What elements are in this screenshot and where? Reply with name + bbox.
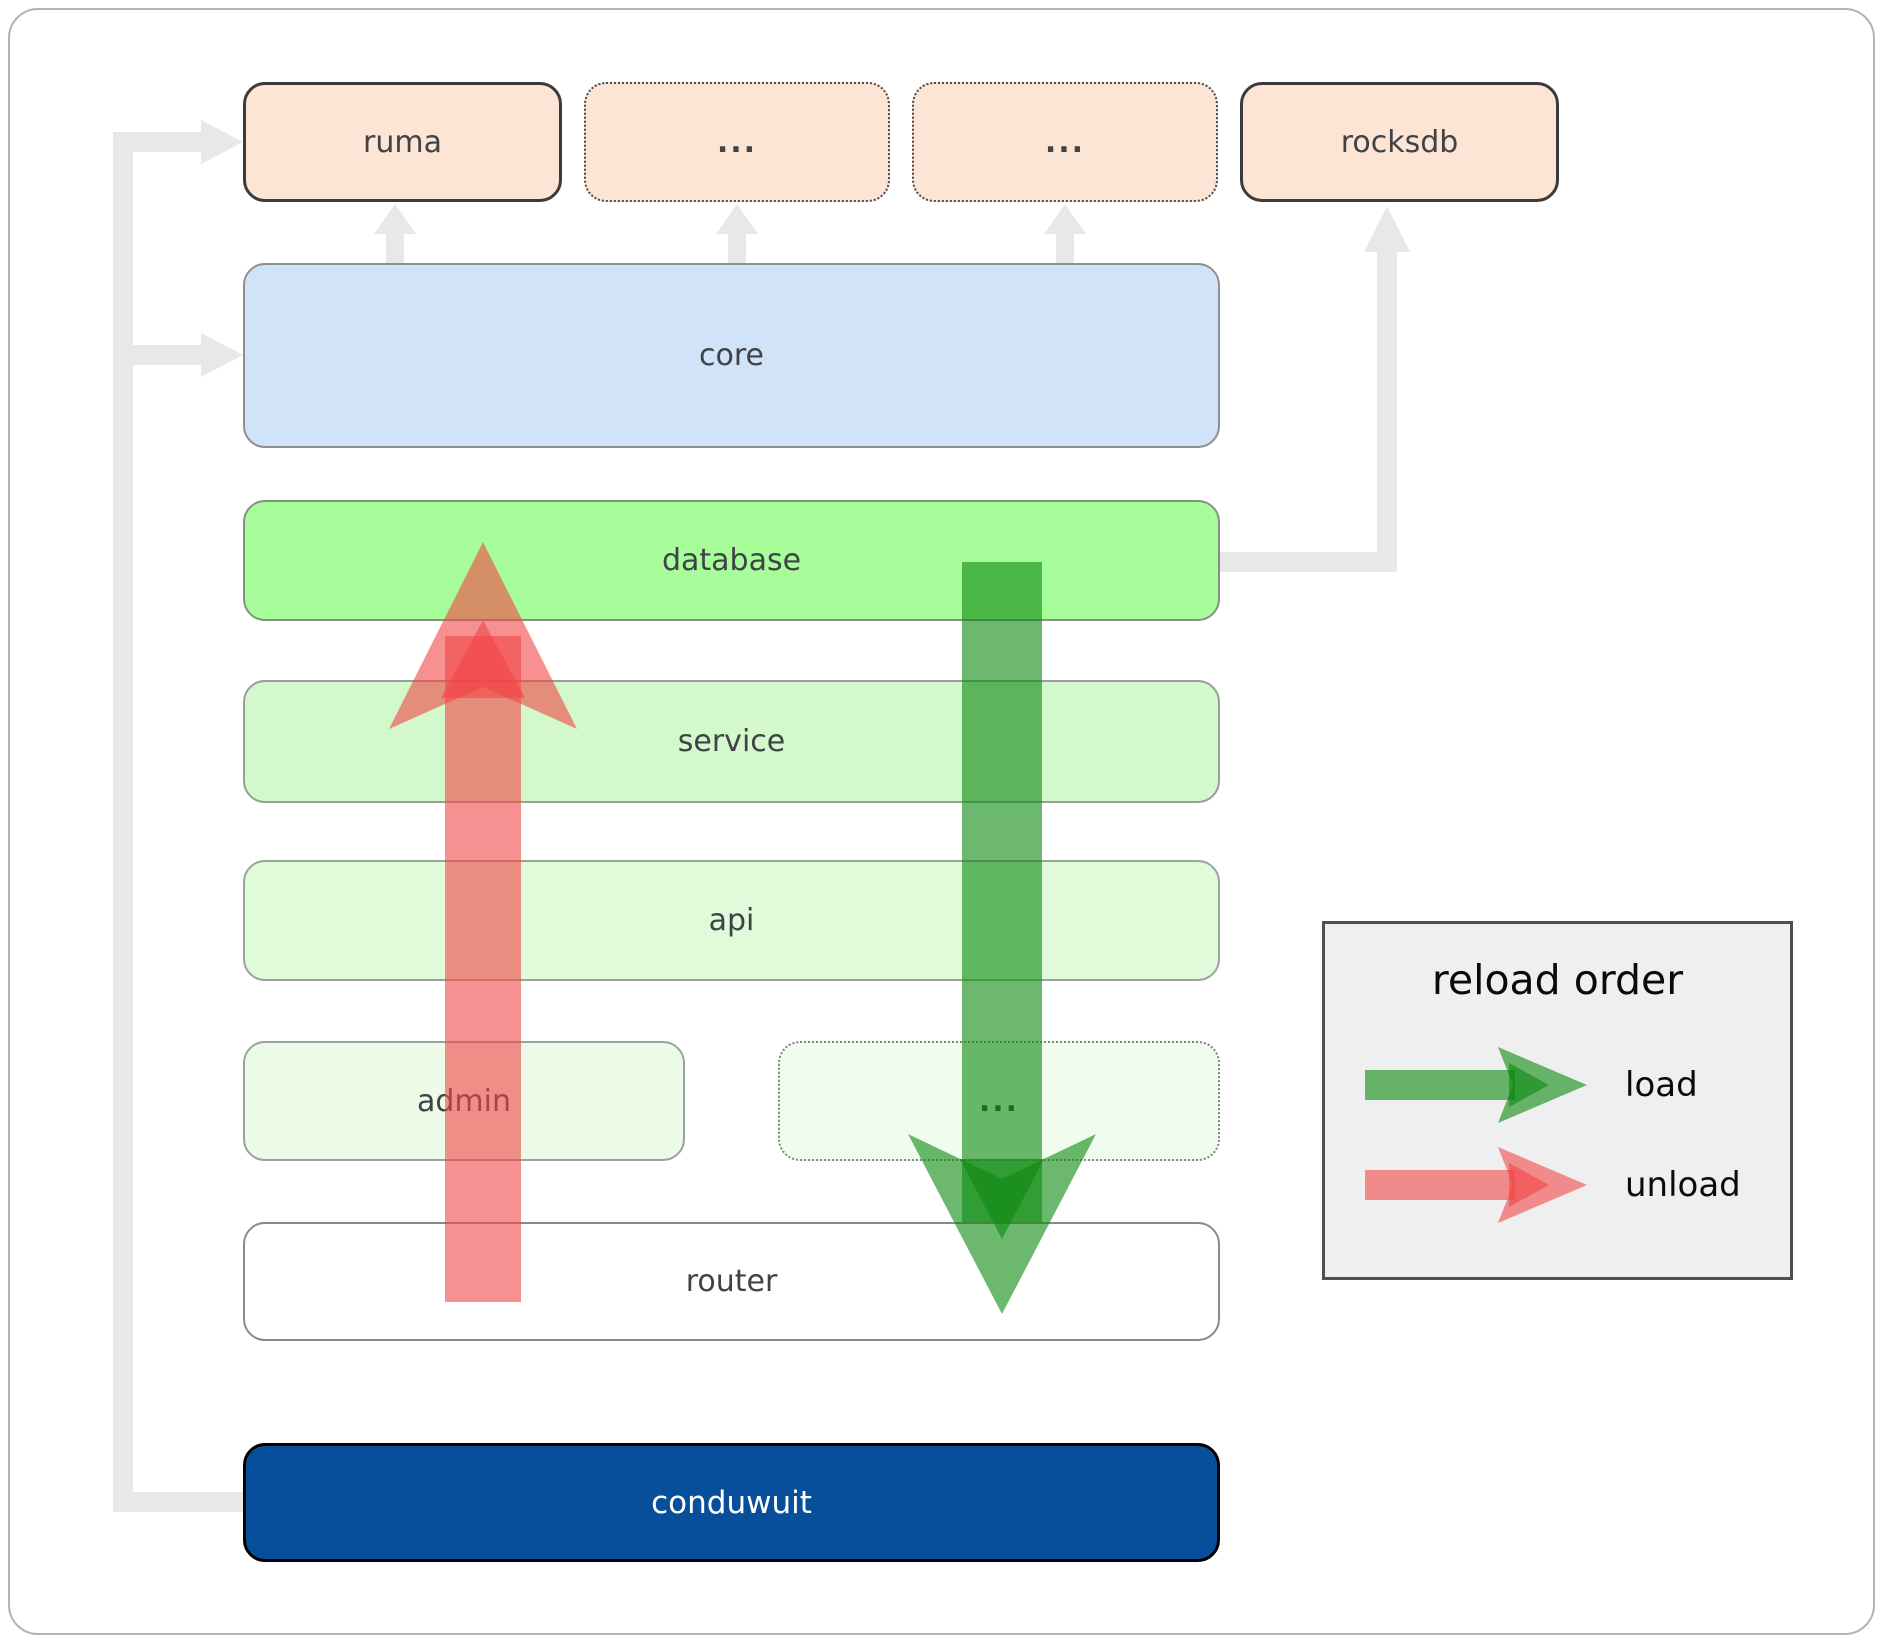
box-admin: admin: [243, 1041, 685, 1161]
box-router: router: [243, 1222, 1220, 1341]
box-api: api: [243, 860, 1220, 981]
legend: reload order load unload: [1322, 921, 1793, 1280]
box-ellipsis-bottom: ...: [778, 1041, 1220, 1161]
box-core-label: core: [699, 338, 764, 373]
legend-load-head: [1498, 1047, 1587, 1123]
box-service: service: [243, 680, 1220, 803]
legend-unload-label: unload: [1625, 1165, 1741, 1205]
legend-title: reload order: [1431, 956, 1684, 1004]
box-ellipsis-bottom-label: ...: [978, 1083, 1020, 1119]
box-admin-label: admin: [417, 1083, 511, 1119]
legend-unload-head: [1498, 1147, 1587, 1223]
box-ellipsis-top-2: ...: [912, 82, 1218, 202]
box-rocksdb-label: rocksdb: [1340, 124, 1459, 160]
box-ruma-label: ruma: [363, 124, 442, 160]
legend-load-label: load: [1625, 1065, 1698, 1105]
box-router-label: router: [685, 1264, 778, 1299]
box-database-label: database: [661, 543, 802, 578]
box-database: database: [243, 500, 1220, 621]
box-api-label: api: [708, 903, 755, 938]
box-ruma: ruma: [243, 82, 562, 202]
box-ellipsis-top-1-label: ...: [716, 124, 758, 160]
box-core: core: [243, 263, 1220, 448]
box-conduwuit: conduwuit: [243, 1443, 1220, 1562]
box-conduwuit-label: conduwuit: [651, 1484, 812, 1521]
box-rocksdb: rocksdb: [1240, 82, 1559, 202]
legend-load-arrow-icon: [1365, 1047, 1587, 1123]
legend-load-shaft: [1365, 1070, 1515, 1100]
box-ellipsis-top-1: ...: [584, 82, 890, 202]
box-ellipsis-top-2-label: ...: [1044, 124, 1086, 160]
legend-unload-arrow-icon: [1365, 1147, 1587, 1223]
legend-unload-shaft: [1365, 1170, 1515, 1200]
box-service-label: service: [677, 724, 786, 759]
outer-frame: [8, 8, 1875, 1635]
